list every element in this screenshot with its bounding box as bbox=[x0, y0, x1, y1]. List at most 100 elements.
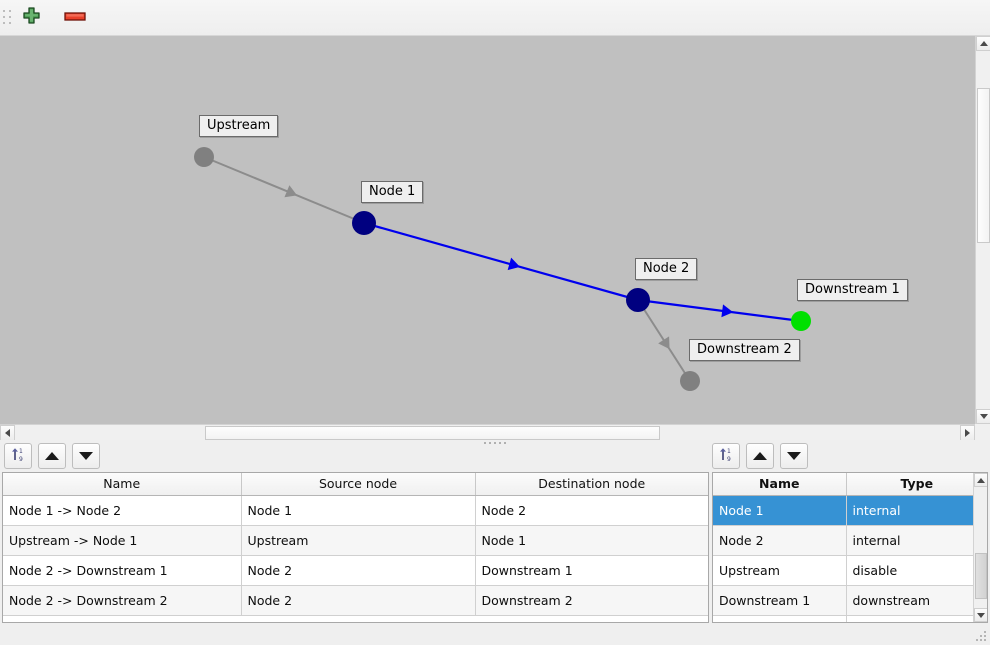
arrowhead-icon bbox=[507, 257, 520, 271]
links-cell-name: Upstream -> Node 1 bbox=[3, 525, 242, 556]
scroll-right-button[interactable] bbox=[960, 425, 975, 441]
arrowhead-icon bbox=[284, 185, 298, 198]
toolbar-drag-handle[interactable] bbox=[2, 7, 12, 29]
triangle-down-icon bbox=[977, 612, 985, 618]
canvas-vertical-scrollbar-thumb[interactable] bbox=[977, 88, 990, 244]
add-button[interactable] bbox=[16, 4, 46, 32]
svg-text:9: 9 bbox=[19, 456, 23, 463]
links-table[interactable]: Name Source node Destination node Node 1… bbox=[2, 472, 709, 623]
graph-node-downstream1[interactable] bbox=[791, 311, 811, 331]
triangle-left-icon bbox=[5, 429, 10, 437]
nodes-move-down-button[interactable] bbox=[780, 443, 808, 469]
links-cell-source: Node 1 bbox=[241, 495, 476, 526]
triangle-right-icon bbox=[965, 429, 970, 437]
nodes-column-name[interactable]: Name bbox=[713, 473, 847, 496]
graph-node-downstream2[interactable] bbox=[680, 371, 700, 391]
nodes-cell-type: disable bbox=[846, 555, 987, 586]
graph-edge-upstream-node1[interactable] bbox=[203, 156, 365, 224]
nodes-table-header-row: Name Type bbox=[713, 473, 987, 496]
links-cell-name: Node 1 -> Node 2 bbox=[3, 495, 242, 526]
graph-node-node2[interactable] bbox=[626, 288, 650, 312]
scroll-up-button[interactable] bbox=[976, 36, 990, 51]
links-column-destination[interactable]: Destination node bbox=[475, 473, 708, 496]
links-toolbar: 1 9 bbox=[4, 443, 100, 469]
graph-edge-node2-downstream1[interactable] bbox=[637, 298, 802, 323]
graph-node-upstream[interactable] bbox=[194, 147, 214, 167]
nodes-column-type[interactable]: Type bbox=[846, 473, 987, 496]
plus-icon bbox=[22, 6, 41, 29]
minus-icon bbox=[64, 10, 86, 26]
triangle-down-icon bbox=[979, 414, 988, 419]
graph-node-label-downstream2[interactable]: Downstream 2 bbox=[689, 339, 800, 361]
triangle-down-icon bbox=[79, 452, 93, 460]
graph-edges-layer bbox=[194, 147, 811, 391]
splitter-grip bbox=[484, 441, 506, 444]
nodes-move-up-button[interactable] bbox=[746, 443, 774, 469]
links-column-name[interactable]: Name bbox=[3, 473, 242, 496]
graph-node-label-upstream[interactable]: Upstream bbox=[199, 115, 279, 137]
nodes-scroll-up-button[interactable] bbox=[974, 473, 987, 487]
panel-splitter[interactable] bbox=[0, 440, 990, 445]
nodes-cell-name: Downstream 1 bbox=[713, 585, 847, 616]
nodes-cell-type: downstream bbox=[846, 585, 987, 616]
links-sort-button[interactable]: 1 9 bbox=[4, 443, 32, 469]
sort-icon: 1 9 bbox=[10, 446, 27, 466]
links-cell-name: Node 2 -> Downstream 2 bbox=[3, 585, 242, 616]
svg-text:9: 9 bbox=[727, 456, 731, 463]
canvas-vertical-scrollbar[interactable] bbox=[975, 36, 990, 424]
main-toolbar bbox=[0, 0, 990, 36]
links-table-header-row: Name Source node Destination node bbox=[3, 473, 708, 496]
links-cell-destination: Node 2 bbox=[475, 495, 708, 526]
graph-node-label-node1[interactable]: Node 1 bbox=[361, 181, 424, 203]
svg-text:1: 1 bbox=[19, 448, 23, 455]
links-column-source[interactable]: Source node bbox=[241, 473, 476, 496]
graph-edge-node1-node2[interactable] bbox=[363, 221, 639, 302]
links-cell-destination: Downstream 2 bbox=[475, 585, 708, 616]
canvas-horizontal-scrollbar[interactable] bbox=[0, 424, 975, 441]
window-resize-grip[interactable] bbox=[976, 631, 988, 643]
nodes-scroll-down-button[interactable] bbox=[974, 608, 987, 622]
graph-node-label-node2[interactable]: Node 2 bbox=[635, 258, 698, 280]
nodes-table-scrollbar-thumb[interactable] bbox=[975, 553, 987, 599]
arrowhead-icon bbox=[658, 336, 670, 350]
nodes-sort-button[interactable]: 1 9 bbox=[712, 443, 740, 469]
links-cell-source: Node 2 bbox=[241, 585, 476, 616]
nodes-cell-name: Upstream bbox=[713, 555, 847, 586]
nodes-cell-name: Node 2 bbox=[713, 525, 847, 556]
graph-node-label-downstream1[interactable]: Downstream 1 bbox=[797, 279, 908, 301]
status-bar bbox=[0, 625, 990, 645]
nodes-table-scrollbar[interactable] bbox=[973, 473, 987, 622]
links-cell-name: Node 2 -> Downstream 1 bbox=[3, 555, 242, 586]
svg-text:1: 1 bbox=[727, 448, 731, 455]
graph-node-node1[interactable] bbox=[352, 211, 376, 235]
canvas-horizontal-scrollbar-thumb[interactable] bbox=[205, 426, 660, 440]
triangle-up-icon bbox=[979, 41, 988, 46]
triangle-down-icon bbox=[787, 452, 801, 460]
scroll-left-button[interactable] bbox=[0, 425, 15, 441]
sort-icon: 1 9 bbox=[718, 446, 735, 466]
scroll-down-button[interactable] bbox=[976, 409, 990, 424]
links-cell-source: Node 2 bbox=[241, 555, 476, 586]
nodes-cell-name bbox=[713, 615, 847, 622]
remove-button[interactable] bbox=[60, 4, 90, 32]
arrowhead-icon bbox=[721, 304, 734, 318]
links-move-down-button[interactable] bbox=[72, 443, 100, 469]
triangle-up-icon bbox=[977, 477, 985, 483]
nodes-cell-type: internal bbox=[846, 525, 987, 556]
links-move-up-button[interactable] bbox=[38, 443, 66, 469]
links-cell-source: Upstream bbox=[241, 525, 476, 556]
